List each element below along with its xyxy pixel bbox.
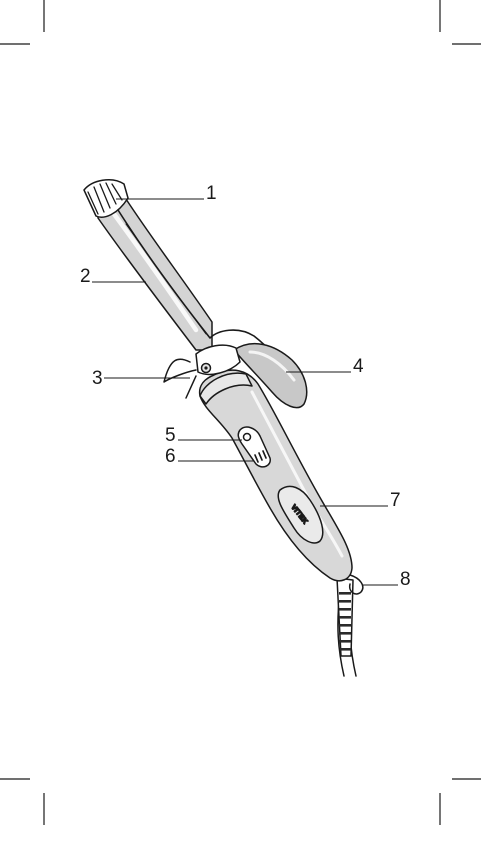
callout-3: 3 <box>92 368 103 389</box>
curling-iron: VITEK <box>84 180 363 676</box>
power-indicator <box>244 434 251 441</box>
callout-6: 6 <box>165 446 176 467</box>
handle-body <box>200 370 352 581</box>
callout-1: 1 <box>206 183 217 204</box>
stand <box>164 359 196 398</box>
clamp-arm-inner <box>126 224 206 334</box>
callout-5: 5 <box>165 425 176 446</box>
callout-8: 8 <box>400 569 411 590</box>
callout-7: 7 <box>390 490 401 511</box>
callout-2: 2 <box>80 266 91 287</box>
barrel-highlight <box>114 214 196 330</box>
callout-4: 4 <box>353 356 364 377</box>
